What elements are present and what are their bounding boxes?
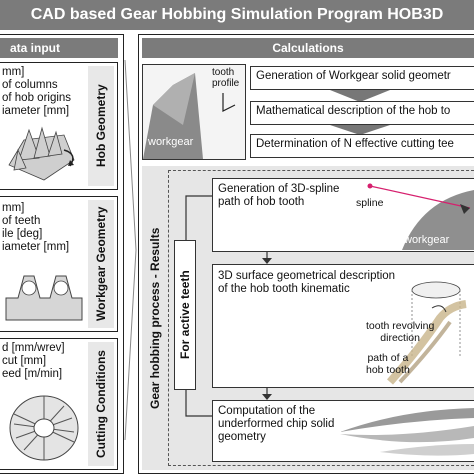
flow-arrow-2: [262, 388, 272, 400]
kinematic-image: [387, 281, 467, 385]
calc-step-3: Determination of N effective cutting tee: [250, 134, 474, 158]
workgear-image: [5, 275, 83, 321]
flow-step-2-text: 3D surface geometrical description of th…: [218, 270, 396, 295]
param-line: cut [mm]: [2, 355, 47, 367]
spline-label: spline: [356, 197, 384, 209]
path-label: path of a hob tooth: [366, 352, 410, 376]
param-line: ile [deg]: [2, 228, 43, 240]
title-bar: CAD based Gear Hobbing Simulation Progra…: [0, 0, 474, 30]
calc-step-2-text: Mathematical description of the hob to: [256, 105, 451, 117]
cutting-conditions-params: d [mm/wrev] cut [mm] eed [m/min]: [2, 342, 86, 381]
calc-step-1-text: Generation of Workgear solid geometr: [256, 70, 451, 82]
param-line: of teeth: [2, 215, 41, 227]
param-line: iameter [mm]: [2, 105, 70, 117]
calc-arrow-2: [330, 125, 390, 135]
process-dashed-frame: [168, 170, 474, 466]
process-results-label: Gear hobbing process - Results: [144, 168, 166, 468]
param-line: mm]: [2, 66, 25, 78]
param-line: d [mm/wrev]: [2, 342, 65, 354]
hob-geometry-params: mm] of columns of hob origins iameter [m…: [2, 66, 86, 118]
param-line: eed [m/min]: [2, 368, 63, 380]
workgear-label-calc: workgear: [148, 136, 194, 148]
cutting-conditions-label-text: Cutting Conditions: [94, 350, 108, 458]
data-input-header: ata input: [0, 38, 118, 58]
calc-arrow-1: [330, 90, 390, 102]
chip-image: [340, 408, 474, 456]
tooth-direction-label: tooth revolving direction: [366, 320, 435, 344]
page-title: CAD based Gear Hobbing Simulation Progra…: [30, 6, 444, 23]
hob-geometry-label: Hob Geometry: [88, 66, 114, 186]
cutting-tool-image: [9, 395, 79, 461]
tooth-profile-label: tooth profile: [212, 67, 240, 89]
calculations-header: Calculations: [142, 38, 474, 58]
calculations-header-label: Calculations: [272, 41, 344, 55]
workgear-label-flow: workgear: [404, 234, 450, 246]
param-line: mm]: [2, 202, 25, 214]
process-results-label-text: Gear hobbing process - Results: [148, 227, 162, 409]
spline-image: [367, 183, 474, 250]
calc-step-2: Mathematical description of the hob to: [250, 101, 474, 125]
calc-step-3-text: Determination of N effective cutting tee: [256, 138, 454, 150]
hob-image: [8, 126, 75, 181]
param-line: iameter [mm]: [2, 241, 70, 253]
input-to-calc-arrow: [124, 59, 137, 441]
param-line: of hob origins: [2, 92, 72, 104]
flow-step-3-text: Computation of the underformed chip soli…: [218, 405, 335, 443]
workgear-geometry-label-text: Workgear Geometry: [94, 206, 108, 322]
flow-step-1-text: Generation of 3D-spline path of hob toot…: [218, 183, 340, 208]
calc-step-1: Generation of Workgear solid geometr: [250, 66, 474, 90]
cutting-conditions-label: Cutting Conditions: [88, 342, 114, 466]
flow-arrow-1: [262, 252, 272, 264]
data-input-header-label: ata input: [10, 41, 60, 55]
hob-geometry-label-text: Hob Geometry: [94, 84, 108, 168]
param-line: of columns: [2, 79, 58, 91]
workgear-geometry-label: Workgear Geometry: [88, 200, 114, 328]
workgear-geometry-params: mm] of teeth ile [deg] iameter [mm]: [2, 202, 86, 254]
tooth-profile-image: [143, 73, 236, 159]
